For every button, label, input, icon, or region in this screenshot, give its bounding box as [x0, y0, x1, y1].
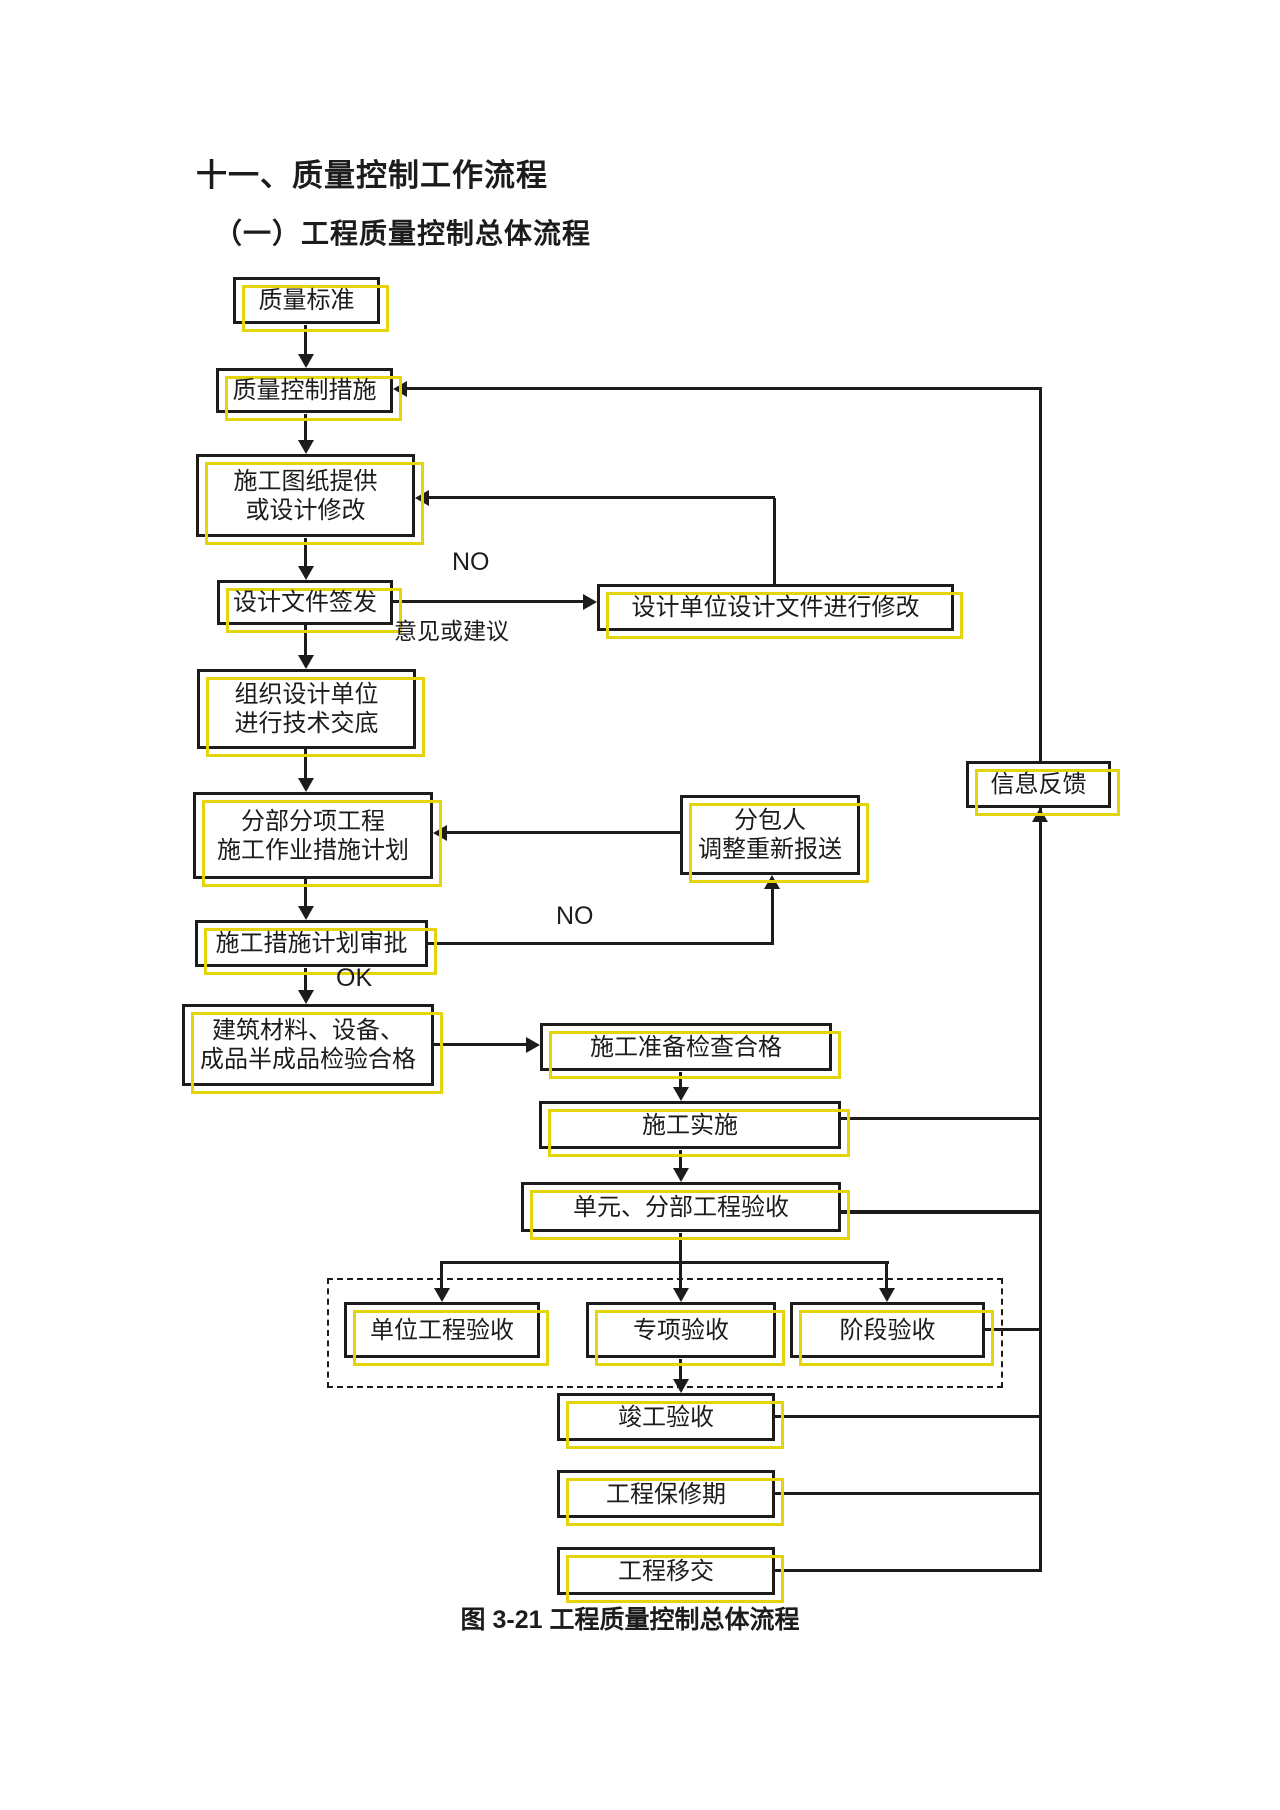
section-subtitle: （一）工程质量控制总体流程 [214, 218, 592, 249]
connector-impl-to-trunk [841, 1117, 1039, 1120]
connector-handover-to-trunk [775, 1569, 1039, 1572]
connector-acceptance-to-trunk [841, 1210, 1039, 1214]
connector-measures-to-drawings [304, 414, 307, 441]
arrowhead-up-icon [1032, 808, 1048, 822]
node-subitem-plan: 分部分项工程 施工作业措施计划 [193, 792, 442, 887]
figure-caption: 图 3-21 工程质量控制总体流程 [460, 1606, 800, 1634]
arrowhead-down-icon [298, 566, 314, 580]
connector-approval-to-materials [304, 968, 307, 991]
acceptance-group-dashed-box [327, 1278, 1003, 1388]
connector-stage-to-trunk [985, 1328, 1039, 1331]
arrowhead-down-icon [434, 1288, 450, 1302]
connector-materials-to-prep [434, 1043, 526, 1046]
arrowhead-down-icon [298, 440, 314, 454]
node-design-doc-issue: 设计文件签发 [217, 580, 402, 633]
connector-issue-to-disclosure [304, 625, 307, 656]
node-unit-division-acceptance: 单元、分部工程验收 [521, 1182, 850, 1240]
node-completion-acceptance: 竣工验收 [557, 1393, 784, 1449]
connector-modify-up [773, 498, 776, 586]
arrowhead-down-icon [298, 906, 314, 920]
node-quality-standard: 质量标准 [233, 277, 389, 332]
arrowhead-down-icon [673, 1087, 689, 1101]
arrowhead-right-icon [526, 1037, 540, 1053]
arrowhead-down-icon [298, 990, 314, 1004]
node-info-feedback: 信息反馈 [966, 761, 1120, 816]
node-materials-inspection: 建筑材料、设备、 成品半成品检验合格 [182, 1004, 443, 1094]
connector-feedback-to-measures [407, 387, 1041, 390]
connector-split-right [885, 1261, 888, 1288]
arrowhead-down-icon [673, 1379, 689, 1393]
connector-disclosure-to-subitem [304, 749, 307, 779]
arrowhead-down-icon [673, 1288, 689, 1302]
page-title: 十一、质量控制工作流程 [196, 158, 548, 193]
arrowhead-up-icon [764, 875, 780, 889]
arrowhead-down-icon [298, 655, 314, 669]
node-construction-impl: 施工实施 [539, 1101, 850, 1157]
node-prep-check: 施工准备检查合格 [540, 1023, 841, 1079]
connector-warranty-to-trunk [775, 1492, 1039, 1495]
edge-label-ok: OK [336, 964, 373, 992]
edge-label-no-design: NO [452, 548, 490, 576]
arrowhead-left-icon [433, 825, 447, 841]
node-unit-project-acceptance: 单位工程验收 [344, 1302, 549, 1366]
connector-feedback-trunk [1039, 387, 1042, 1572]
node-project-handover: 工程移交 [557, 1547, 784, 1603]
arrowhead-down-icon [298, 778, 314, 792]
arrowhead-down-icon [879, 1288, 895, 1302]
node-warranty-period: 工程保修期 [557, 1470, 784, 1526]
connector-completion-to-trunk [775, 1415, 1039, 1418]
connector-drawings-to-issue [304, 538, 307, 567]
node-quality-control-measures: 质量控制措施 [216, 368, 402, 421]
node-drawings-provision: 施工图纸提供 或设计修改 [196, 454, 424, 545]
connector-acceptance-split [440, 1261, 889, 1264]
node-plan-approval: 施工措施计划审批 [195, 920, 437, 975]
connector-special-to-completion [679, 1359, 682, 1380]
connector-standard-to-measures [304, 325, 307, 355]
node-subcontractor-resubmit: 分包人 调整重新报送 [680, 795, 869, 883]
node-org-tech-disclosure: 组织设计单位 进行技术交底 [197, 669, 425, 757]
connector-subcontractor-to-subitem [447, 831, 680, 834]
arrowhead-left-icon [415, 490, 429, 506]
connector-prep-to-impl [679, 1072, 682, 1088]
connector-subitem-to-approval [304, 879, 307, 907]
edge-label-opinion: 意见或建议 [394, 618, 509, 644]
arrowhead-left-icon [393, 381, 407, 397]
connector-issue-to-modify [393, 600, 583, 603]
arrowhead-right-icon [583, 594, 597, 610]
connector-impl-to-acceptance [679, 1150, 682, 1169]
arrowhead-down-icon [673, 1168, 689, 1182]
node-special-acceptance: 专项验收 [586, 1302, 785, 1366]
connector-approval-no-up [771, 889, 774, 945]
connector-acceptance-split-center [679, 1233, 682, 1288]
edge-label-no-plan: NO [556, 902, 594, 930]
arrowhead-down-icon [298, 354, 314, 368]
node-stage-acceptance: 阶段验收 [790, 1302, 994, 1366]
connector-approval-no [428, 942, 774, 945]
node-design-unit-modify: 设计单位设计文件进行修改 [597, 584, 963, 639]
connector-modify-to-drawings [429, 496, 775, 499]
connector-split-left [440, 1261, 443, 1288]
